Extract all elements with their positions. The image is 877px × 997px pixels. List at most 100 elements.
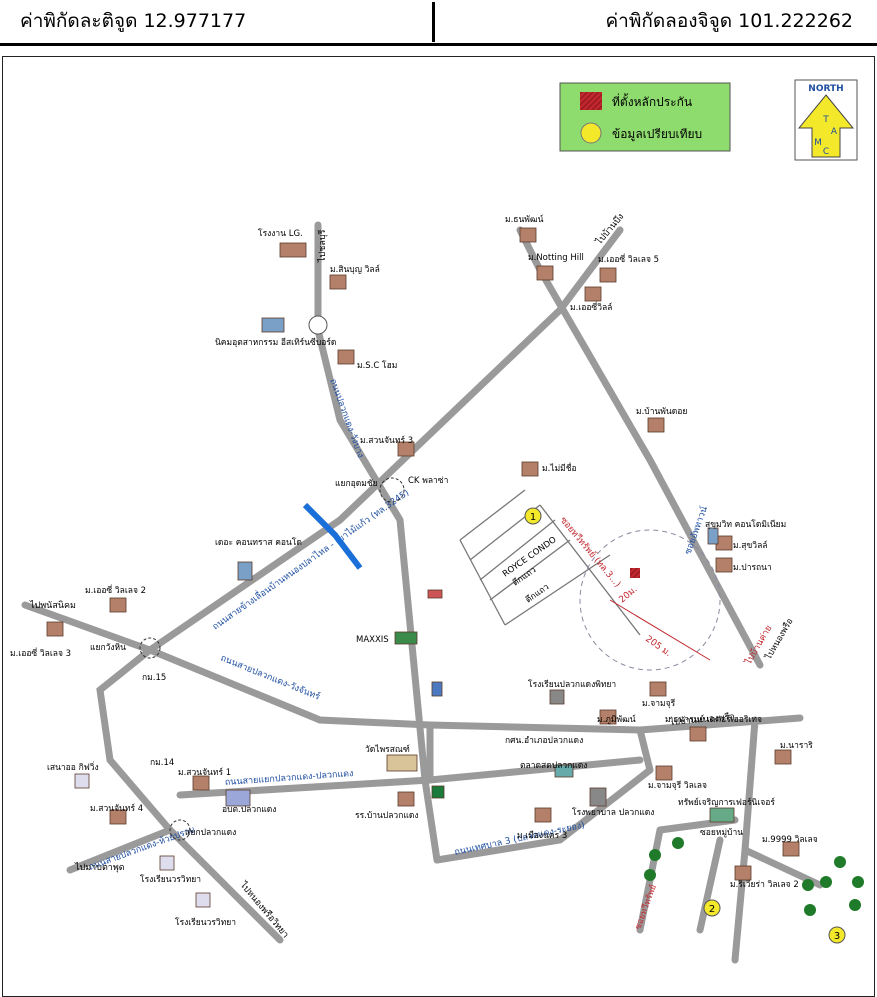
label-temple: วัดไพรสณฑ์ <box>365 744 410 755</box>
dir-chonburi: ไปชลบุรี <box>317 229 328 263</box>
label-chamchuri: ม.จามจุรี <box>642 698 676 709</box>
soi-thaveesap-label: ซอยทวีทรัพย์ (ทล.3...) <box>558 514 624 589</box>
label-naran: ม.นาราริ <box>780 741 813 751</box>
north-letter-t: T <box>822 115 829 125</box>
house-icon <box>734 865 752 881</box>
label-abt: อบต.ปลวกแดง <box>222 805 276 815</box>
compare-marker-3: 3 <box>828 926 846 944</box>
bank-icon <box>431 681 443 697</box>
market-icon <box>554 764 574 778</box>
label-muang: ม.เมืองนคร 3 <box>517 830 567 841</box>
longitude-label: ค่าพิกัดลองจิจูด 101.222262 <box>605 10 853 32</box>
label-hospital: โรงพยาบาล ปลวกแดง <box>572 807 654 818</box>
house-icon <box>599 267 617 283</box>
label-chamchuri-village: ม.จามจุรี วิลเลจ <box>648 780 707 791</box>
house-icon <box>715 557 733 573</box>
house-icon <box>689 726 707 742</box>
store-icon <box>427 589 443 599</box>
intersection-pluak <box>169 819 191 841</box>
label-ban-phan: ม.บ้านพันดอย <box>636 406 687 417</box>
legend-site-swatch <box>580 92 602 110</box>
road-3245 <box>146 226 624 654</box>
house-icon <box>521 461 539 477</box>
label-soi-road: ซอยหมู่บ้าน <box>700 827 743 838</box>
roundabout-west <box>139 637 161 659</box>
label-phumiphat: ม.ภูมิพัฒน์ <box>597 714 636 725</box>
house-icon <box>109 597 127 613</box>
house-icon <box>534 807 552 823</box>
label-pracha: ม.ปารถนา <box>733 563 772 573</box>
site-streets <box>459 489 641 636</box>
school-pluak-icon <box>549 689 565 705</box>
house-icon <box>337 349 355 365</box>
distance-line <box>609 599 711 661</box>
house-icon <box>774 749 792 765</box>
label-kasem: ทรัพย์เจริญการเฟอร์นิเจอร์ <box>678 797 775 808</box>
distance-20m: 20ม. <box>618 585 640 606</box>
label-easy-ville-5: ม.เออซี่ วิลเลจ 5 <box>598 253 659 265</box>
hospital-icon <box>589 787 607 807</box>
label-km15: กม.15 <box>142 673 166 683</box>
seven-eleven-icon <box>431 785 445 799</box>
svg-text:3: 3 <box>834 931 840 942</box>
label-sena-kit: เสนาออ กิฟวิ่ง <box>47 761 99 773</box>
north-letter-a: A <box>831 127 838 137</box>
subject-site-marker <box>630 568 640 578</box>
label-yaek-krang: แยกวังหิน <box>90 643 126 653</box>
label-easy-ville-3: ม.เออซี่ วิลเลจ 3 <box>10 647 71 659</box>
label-ck-plaza: CK พลาซ่า <box>408 476 448 486</box>
label-school-pluak: โรงเรียนปลวกแดงพิทยา <box>528 679 616 690</box>
label-sukhum-ville: ม.สุขวิลล์ <box>733 540 768 551</box>
industrial-icon <box>261 317 285 333</box>
label-school-wittaya: โรงเรียนวรวิทยา <box>140 874 201 885</box>
road-north-label: ถนนปลวกแดง-วังบาง <box>327 378 365 460</box>
road-southwest <box>96 646 284 944</box>
house-icon <box>715 535 733 551</box>
label-yaek-pluak: แยกปลวกแดง <box>185 828 236 838</box>
furniture-icon <box>709 807 735 823</box>
label-market: ตลาดสดปลวกแดง <box>520 761 587 771</box>
label-thanaphon: ม.ธนารมย์ เดคอร์เฮอริเทจ <box>665 714 762 725</box>
north-label: NORTH <box>808 84 843 94</box>
office-icon <box>225 789 251 807</box>
label-eastern-seaboard: นิคมอุตสาหกรรม อีสเทิร์นซีบอร์ด <box>215 337 336 348</box>
roundabout-north <box>308 315 328 335</box>
label-km14: กม.14 <box>150 758 174 768</box>
dir-phanat: ไปพนัสนิคม <box>29 600 76 611</box>
house-icon <box>109 809 127 825</box>
house-icon <box>584 286 602 302</box>
label-rivierra: ม.ริเวียร่า วิลเลจ 2 <box>730 879 799 890</box>
label-sinbun: ม.สินบุญ วิลล์ <box>330 264 380 275</box>
label-the-condo: เดอะ คอนทราส คอนโด <box>215 537 302 548</box>
tree-icons <box>644 837 864 916</box>
label-suan-chan-3: ม.สวนจันทร์ 3 <box>360 435 413 446</box>
site-radius-circle <box>579 529 721 671</box>
road-wangchan-label: ถนนสายปลวกแดง-วังจันทร์ <box>219 652 322 703</box>
house-icon <box>647 417 665 433</box>
house-icon <box>536 265 554 281</box>
road-pluakdaeng-north <box>314 326 441 864</box>
coordinate-header: ค่าพิกัดละติจูด 12.977177 ค่าพิกัดลองจิจ… <box>0 0 877 46</box>
house-icon <box>599 709 617 725</box>
house-icon <box>782 841 800 857</box>
label-office: กศน.อำเภอปลวกแดง <box>505 736 583 746</box>
label-yaek-udom: แยกอุดมชัย <box>335 479 378 489</box>
road-nongpru <box>731 716 759 964</box>
north-arrow-icon <box>797 94 855 158</box>
school-icon-2 <box>159 855 175 871</box>
latitude-label: ค่าพิกัดละติจูด 12.977177 <box>20 10 247 32</box>
north-letter-m: M <box>814 138 822 148</box>
road-r3 <box>433 766 654 864</box>
label-sc-home: ม.S.C โฮม <box>357 360 397 371</box>
legend-compare-label: ข้อมูลเปรียบเทียบ <box>612 127 702 142</box>
house-icon <box>655 765 673 781</box>
north-letter-c: C <box>823 147 829 157</box>
label-mobile: ม.ไม่มีชื่อ <box>542 462 577 474</box>
road-soi2 <box>696 836 724 934</box>
compare-marker-2: 2 <box>703 899 721 917</box>
legend-compare-swatch <box>580 122 602 144</box>
legend-site-label: ที่ตั้งหลักประกัน <box>612 93 692 109</box>
building-icons <box>46 227 800 908</box>
road-network <box>21 221 824 964</box>
